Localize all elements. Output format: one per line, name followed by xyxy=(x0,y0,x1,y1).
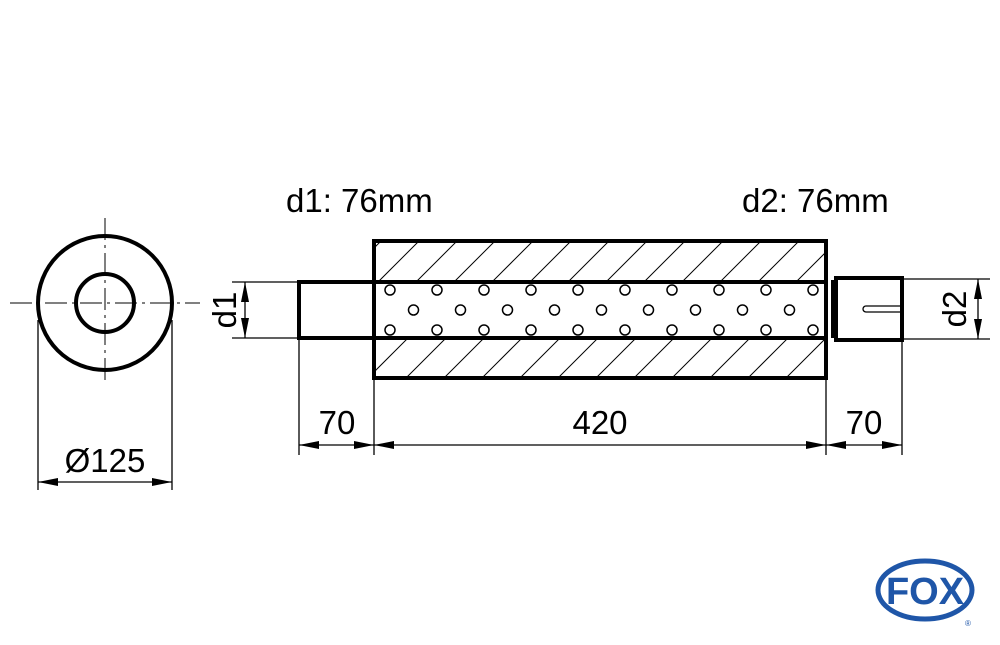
hole xyxy=(384,324,396,336)
d1-dimension: d1 xyxy=(206,281,299,339)
hole xyxy=(666,284,678,296)
perforation-holes xyxy=(384,284,819,336)
diameter-label: Ø125 xyxy=(65,442,146,479)
hole xyxy=(760,284,772,296)
hatch-line xyxy=(569,243,608,280)
hole xyxy=(642,304,655,316)
outlet-slot xyxy=(862,305,902,313)
hatch-line xyxy=(721,243,760,280)
hatch-line xyxy=(834,241,875,282)
hole xyxy=(807,324,819,336)
hole xyxy=(501,304,514,316)
outlet-pipe xyxy=(834,276,904,342)
inlet-length-label: 70 xyxy=(319,404,356,441)
hatch-line xyxy=(407,340,445,376)
hatch-line xyxy=(607,243,646,280)
hole xyxy=(548,304,561,316)
inner-circle xyxy=(74,272,136,334)
hole xyxy=(807,284,819,296)
hatch-line xyxy=(759,243,798,280)
hatch-line xyxy=(635,340,673,376)
hatch-line xyxy=(872,241,913,282)
hole xyxy=(572,284,584,296)
hole xyxy=(783,304,796,316)
logo-text: FOX xyxy=(886,571,965,613)
hatch-line xyxy=(711,340,749,376)
muffler-body xyxy=(372,239,828,380)
hole xyxy=(689,304,702,316)
hole xyxy=(736,304,749,316)
hatch-line xyxy=(797,253,824,280)
hole xyxy=(760,324,772,336)
d2-label: d2 xyxy=(936,291,973,328)
hole xyxy=(407,304,420,316)
body-length-label: 420 xyxy=(572,404,627,441)
hole xyxy=(713,324,725,336)
hatch-line xyxy=(445,340,483,376)
hole xyxy=(713,284,725,296)
hatch-line xyxy=(645,243,684,280)
hole xyxy=(525,324,537,336)
insulation-hatch-bottom xyxy=(330,338,902,378)
hatch-line xyxy=(787,340,824,376)
hatch-line xyxy=(683,243,722,280)
hole xyxy=(572,324,584,336)
outlet-flange xyxy=(831,280,836,338)
hole xyxy=(431,324,443,336)
registered-mark: ® xyxy=(965,619,971,628)
hole xyxy=(384,284,396,296)
outlet-length-label: 70 xyxy=(846,404,883,441)
hatch-line xyxy=(824,338,864,378)
hatch-line xyxy=(455,243,494,280)
outer-circle xyxy=(36,234,174,372)
hatch-line xyxy=(749,340,787,376)
hatch-line xyxy=(493,243,532,280)
hole xyxy=(431,284,443,296)
insulation-hatch-top xyxy=(376,241,913,282)
hole xyxy=(619,324,631,336)
hatch-line xyxy=(531,243,570,280)
side-view xyxy=(297,239,913,380)
hatch-line xyxy=(521,340,559,376)
d1-label: d1 xyxy=(206,292,243,329)
fox-logo: FOX ® xyxy=(875,558,975,628)
hatch-line xyxy=(673,340,711,376)
hole xyxy=(454,304,467,316)
hatch-line xyxy=(483,340,521,376)
hole xyxy=(525,284,537,296)
d2-spec: d2: 76mm xyxy=(742,182,889,219)
d1-spec: d1: 76mm xyxy=(286,182,433,219)
hatch-line xyxy=(379,243,418,280)
d2-dimension: d2 xyxy=(902,278,990,340)
end-view: Ø125 xyxy=(10,218,200,490)
hatch-line xyxy=(417,243,456,280)
length-dimensions: 70 420 70 xyxy=(298,340,903,455)
hole xyxy=(595,304,608,316)
hole xyxy=(478,324,490,336)
hole xyxy=(619,284,631,296)
hatch-line xyxy=(559,340,597,376)
hatch-line xyxy=(376,340,407,371)
hatch-line xyxy=(597,340,635,376)
hole xyxy=(478,284,490,296)
hatch-line xyxy=(862,338,902,378)
hole xyxy=(666,324,678,336)
hatch-line xyxy=(330,338,370,378)
